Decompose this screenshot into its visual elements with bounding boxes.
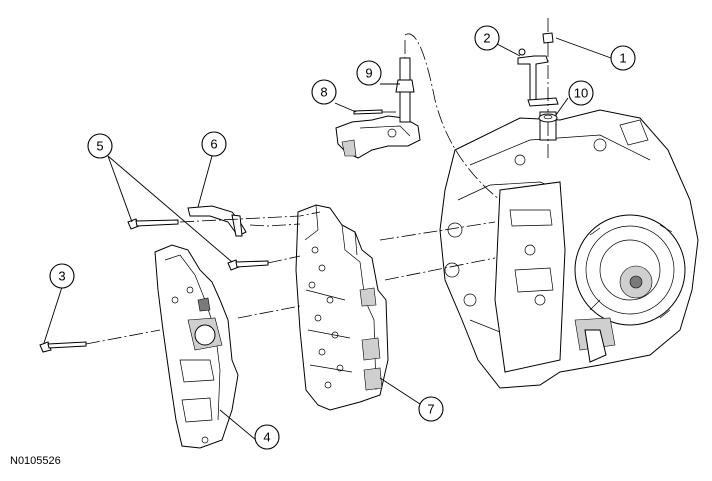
valve-body-cover [154, 244, 239, 449]
callout-5: 5 [87, 133, 113, 159]
bolt-lower [227, 259, 269, 271]
bracket [187, 205, 247, 237]
leader-lines [43, 37, 612, 441]
callout-3: 3 [49, 263, 75, 289]
callout-6: 6 [201, 131, 227, 157]
callout-10: 10 [568, 80, 594, 106]
callout-2: 2 [474, 25, 500, 51]
callout-4-label: 4 [263, 430, 270, 445]
main-control-valve-body [295, 204, 389, 411]
transmission-case [439, 109, 699, 389]
callout-1: 1 [610, 45, 636, 71]
detent-spring [517, 48, 559, 107]
callout-9-label: 9 [365, 66, 372, 81]
callout-3-label: 3 [58, 269, 65, 284]
seal [538, 113, 558, 123]
callout-10-label: 10 [574, 86, 588, 101]
bolt-long [39, 341, 87, 353]
figure-id: N0105526 [10, 455, 61, 467]
callout-2-label: 2 [483, 31, 490, 46]
nut [542, 32, 554, 44]
callout-1-label: 1 [619, 51, 626, 66]
retaining-pin [353, 109, 383, 115]
callout-5-label: 5 [96, 139, 103, 154]
callout-9: 9 [356, 60, 382, 86]
shift-shaft [395, 57, 415, 123]
callout-6-label: 6 [210, 137, 217, 152]
alignment-lines [85, 18, 549, 345]
callout-7: 7 [418, 396, 444, 422]
bolt-upper [127, 218, 179, 230]
callout-8: 8 [311, 79, 337, 105]
callout-4: 4 [254, 424, 280, 450]
callout-8-label: 8 [320, 85, 327, 100]
range-sensor [335, 115, 421, 159]
callout-7-label: 7 [427, 402, 434, 417]
